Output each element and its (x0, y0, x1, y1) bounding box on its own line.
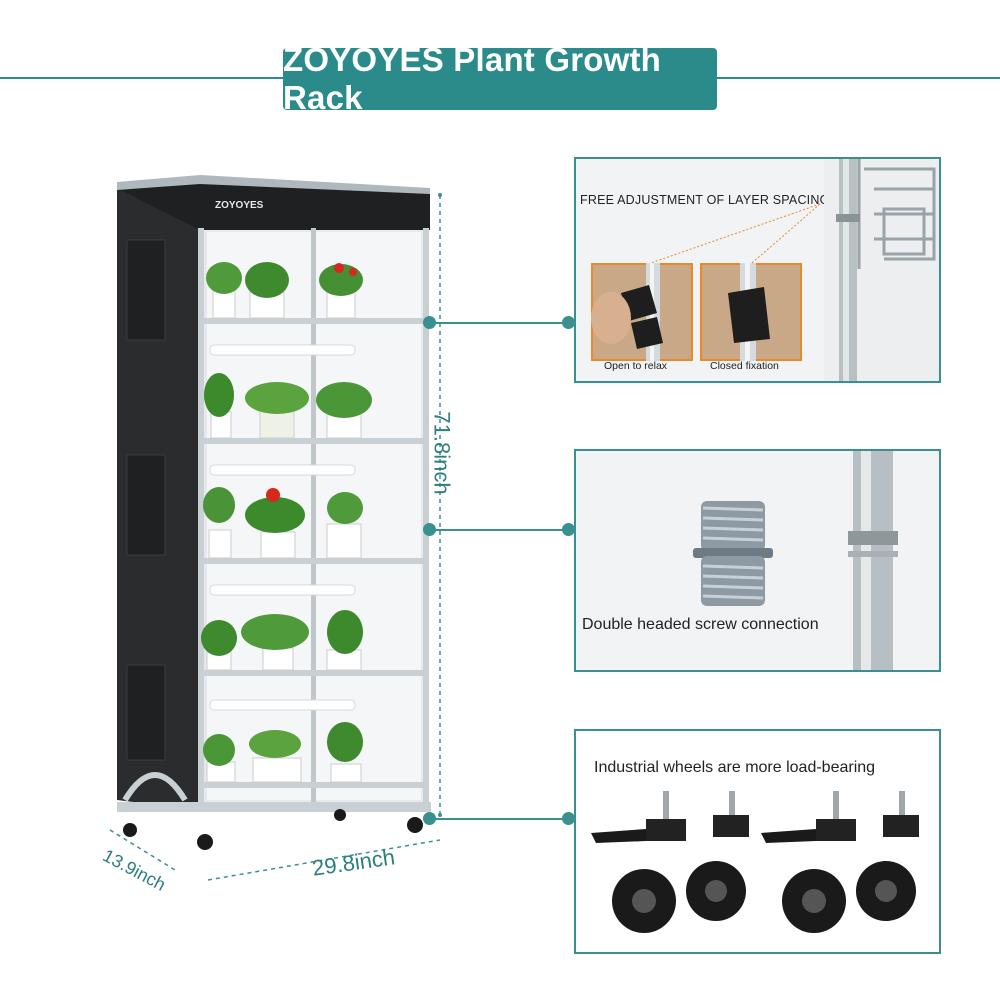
grow-rack-illustration: ZOYOYES (117, 175, 431, 850)
connector-1-start (423, 316, 436, 329)
caster-wheels-image (591, 791, 919, 933)
title-rule-left (0, 77, 283, 79)
closed-fixation-image (700, 263, 802, 361)
connector-3-end (562, 812, 575, 825)
connector-1-end (562, 316, 575, 329)
connector-2-end (562, 523, 575, 536)
pole-joint-image (848, 451, 898, 670)
layer-spacing-panel: FREE ADJUSTMENT OF LAYER SPACING Open to… (574, 157, 941, 383)
connector-3 (428, 818, 568, 820)
connector-2-start (423, 523, 436, 536)
wheels-label: Industrial wheels are more load-bearing (594, 759, 876, 776)
open-to-relax-image (591, 263, 693, 361)
layer-spacing-heading: FREE ADJUSTMENT OF LAYER SPACING (580, 193, 830, 207)
page-title: ZOYOYES Plant Growth Rack (283, 41, 717, 116)
open-to-relax-label: Open to relax (604, 360, 668, 372)
closed-fixation-label: Closed fixation (710, 360, 779, 372)
connector-2 (428, 529, 568, 531)
pointer-lines (650, 203, 821, 264)
title-rule-right (717, 77, 1000, 79)
connector-1 (428, 322, 568, 324)
height-dimension: 71.8inch (429, 411, 455, 495)
chrome-pole-image (824, 159, 939, 381)
screw-connection-label: Double headed screw connection (582, 616, 819, 633)
screw-connection-panel: Double headed screw connection (574, 449, 941, 672)
connector-3-start (423, 812, 436, 825)
rack-brand-label: ZOYOYES (215, 200, 264, 211)
wheels-panel: Industrial wheels are more load-bearing (574, 729, 941, 954)
double-headed-screw-image (693, 501, 773, 606)
